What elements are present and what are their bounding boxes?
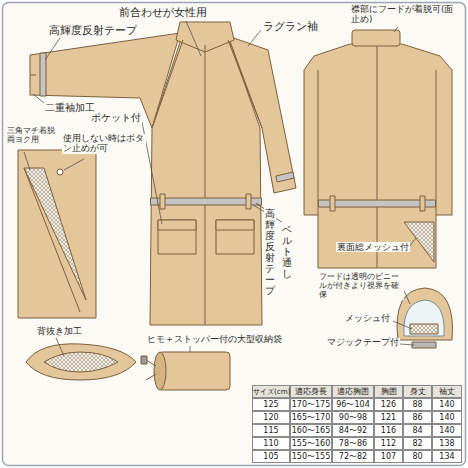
mesh-panel [410, 324, 438, 334]
clear-visor [404, 300, 444, 336]
table-cell: 116 [374, 424, 403, 437]
table-header: サイズ(cm) [252, 385, 290, 398]
table-cell: 125 [252, 398, 290, 411]
callout-label: 使用しない時はボタン止めが可 [62, 134, 146, 154]
table-header: 身丈 [403, 385, 432, 398]
callout-label: 二重袖加工 [44, 102, 96, 114]
pocket-flap [158, 220, 196, 230]
table-cell: 115 [252, 424, 290, 437]
table-cell: 138 [432, 437, 462, 450]
callout-label: メッシュ付 [344, 314, 391, 324]
stopper [141, 356, 147, 364]
pocket [216, 220, 254, 254]
reflective-tape [319, 200, 436, 207]
hood [397, 288, 452, 340]
front-edge [24, 168, 80, 312]
callout-label: 背抜き加工 [36, 326, 83, 336]
callout-label: ポケット付 [90, 112, 142, 124]
leader-lines [24, 21, 416, 356]
table-cell: 121 [374, 411, 403, 424]
callout-label: 三角マチ着脱両ヨク用 [6, 126, 58, 144]
table-cell: 140 [432, 398, 462, 411]
table-cell: 80 [403, 450, 432, 463]
table-header: 適応身長 [290, 385, 332, 398]
belt-loop [246, 194, 251, 209]
back-seam [377, 46, 378, 268]
table-cell: 84〜92 [332, 424, 374, 437]
pocket-flap [216, 220, 254, 230]
double-cuff [30, 75, 36, 76]
gusset-inset [18, 150, 96, 318]
table-cell: 86 [403, 411, 432, 424]
sleeve-seam [436, 70, 437, 215]
callout-label: フードは透明のビニールが付きより視界を確保 [318, 272, 404, 300]
callout-label: マジックテープ付 [326, 338, 400, 348]
vertical-callout: 高輝度反射テープ [264, 208, 276, 296]
reflective-tape [276, 172, 294, 182]
table-cell: 165〜170 [290, 411, 332, 424]
table-cell: 140 [432, 411, 462, 424]
sleeve-seam [318, 70, 319, 215]
callout-label: 前合わせが女性用 [118, 6, 208, 18]
table-cell: 112 [374, 437, 403, 450]
storage-bag [158, 352, 230, 390]
panel-frame [3, 3, 466, 466]
callout-label: ヒモ＋ストッパー付の大型収納袋 [146, 334, 283, 344]
table-cell: 88 [403, 398, 432, 411]
raglan-seam [152, 40, 183, 128]
triangle-gusset [24, 168, 86, 300]
back-vent-inset [26, 344, 136, 380]
raglan-seam [228, 40, 262, 128]
mesh-lining [44, 352, 118, 372]
table-header: 胸囲 [374, 385, 403, 398]
table-cell: 120 [252, 411, 290, 424]
velcro-tab [412, 342, 436, 348]
table-cell: 134 [432, 450, 462, 463]
table-cell: 140 [432, 424, 462, 437]
bag-opening [154, 352, 166, 390]
table-header: 適応胸囲 [332, 385, 374, 398]
coat-back-body [304, 44, 452, 268]
table-cell: 155〜160 [290, 437, 332, 450]
button [57, 169, 63, 175]
callout-label: 裏面総メッシュ付 [336, 242, 410, 252]
callout-label: 襟部にフードが着脱可(面止め) [350, 5, 460, 25]
table-cell: 78〜86 [332, 437, 374, 450]
table-cell: 150〜155 [290, 450, 332, 463]
belt-loop [420, 196, 425, 211]
table-cell: 126 [374, 398, 403, 411]
table-cell: 170〜175 [290, 398, 332, 411]
table-cell: 90〜98 [332, 411, 374, 424]
vertical-callout: ベルト通し [281, 224, 293, 279]
table-cell: 105 [252, 450, 290, 463]
coat-front-body [150, 36, 262, 325]
table-header: 袖丈 [432, 385, 462, 398]
reflective-tape [151, 198, 262, 205]
table-cell: 82 [403, 437, 432, 450]
table-cell: 72〜82 [332, 450, 374, 463]
callout-label: 高輝度反射テープ [48, 24, 138, 36]
callout-label: ラグラン袖 [262, 20, 319, 32]
table-cell: 160〜165 [290, 424, 332, 437]
table-cell: 84 [403, 424, 432, 437]
front-placket [205, 45, 206, 325]
belt-loop [330, 196, 335, 211]
belt-loop [160, 194, 165, 209]
table-cell: 110 [252, 437, 290, 450]
pocket [158, 220, 196, 254]
table-cell: 96〜104 [332, 398, 374, 411]
table-cell: 107 [374, 450, 403, 463]
hood-pouch [352, 30, 400, 46]
